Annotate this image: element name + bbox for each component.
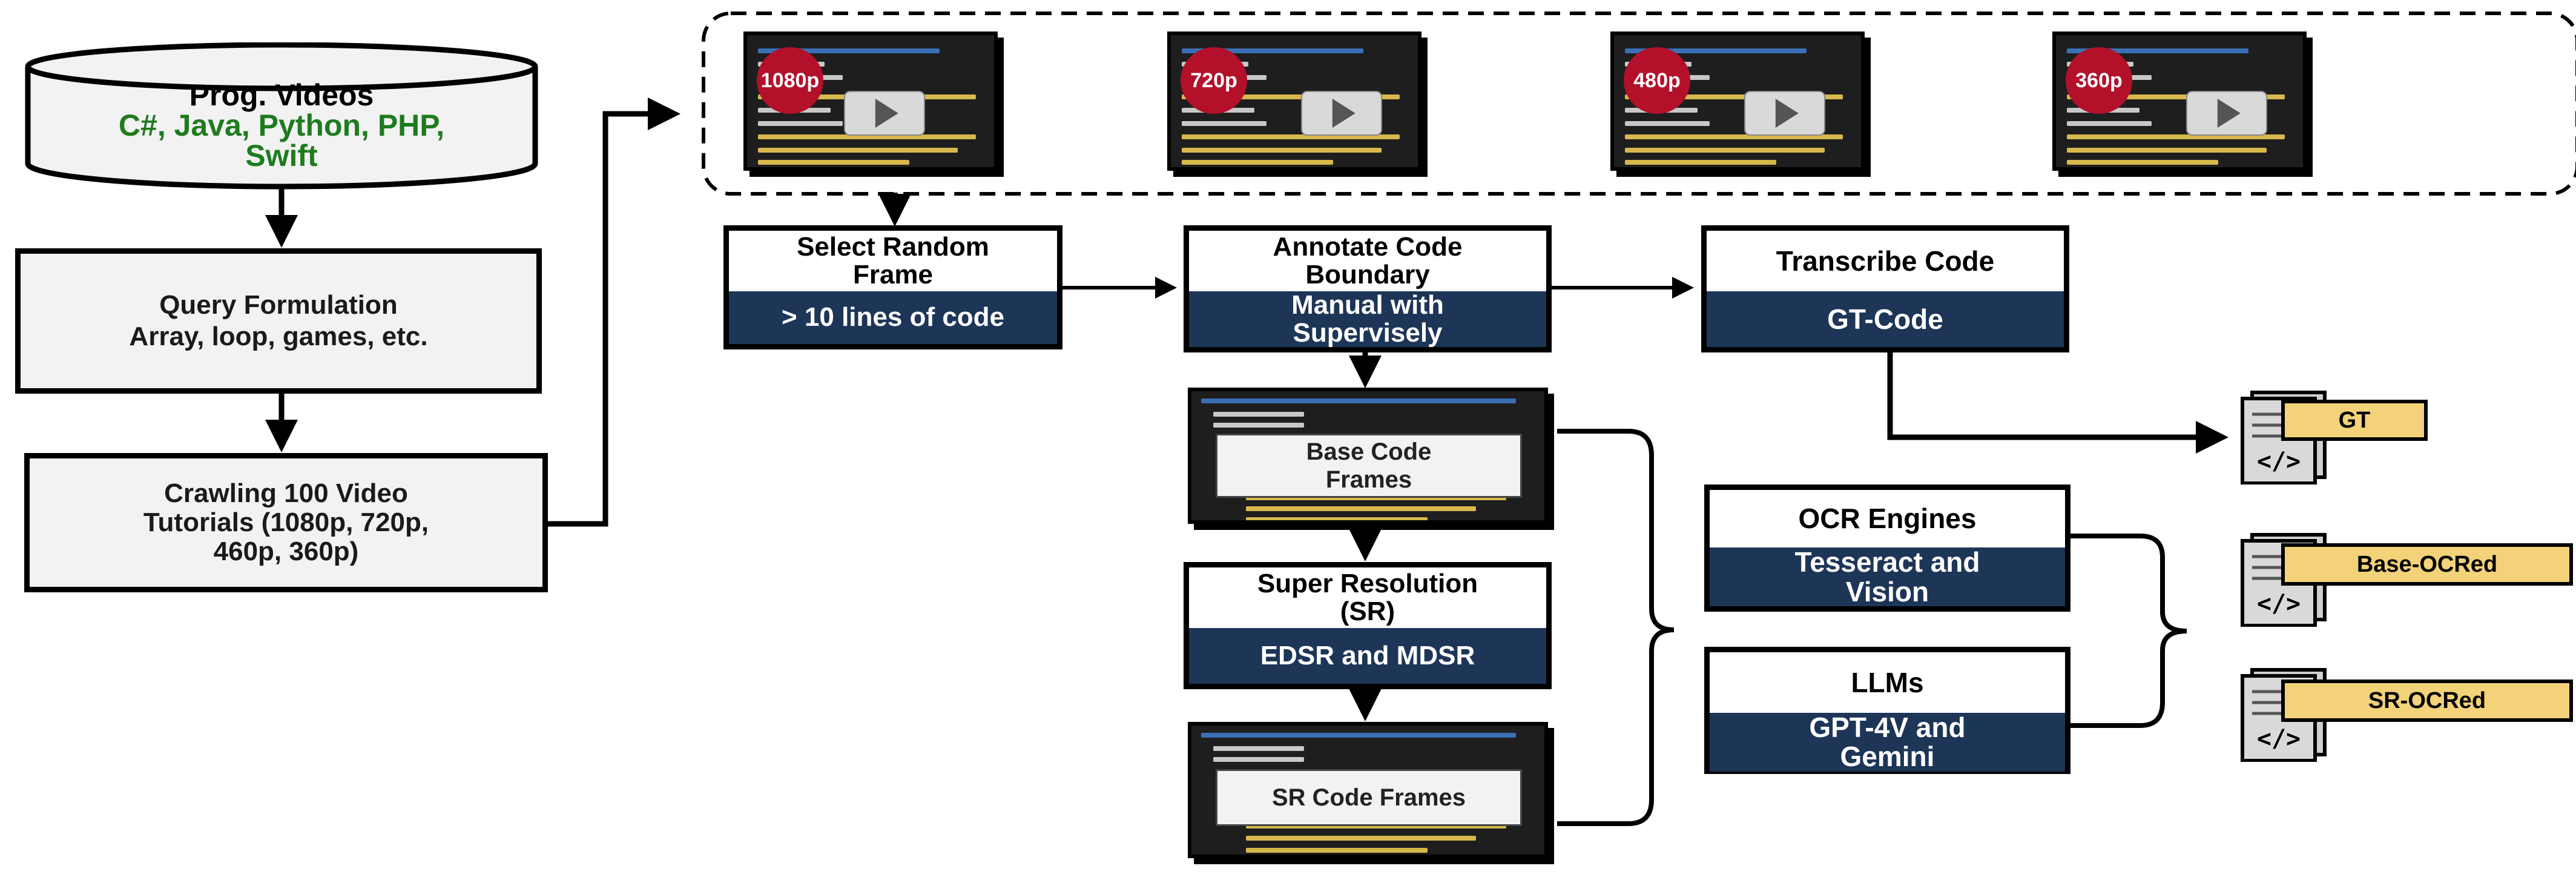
video-thumbnail-480p: 480p xyxy=(1610,31,1865,171)
sr-detail: EDSR and MDSR xyxy=(1189,628,1546,684)
crawl-line1: Crawling 100 Video xyxy=(164,478,408,508)
sr-title-line1: Super Resolution xyxy=(1257,568,1478,598)
video-thumbnail-720p: 720p xyxy=(1167,31,1421,171)
query-detail: Array, loop, games, etc. xyxy=(129,322,428,351)
resolution-badge: 720p xyxy=(1181,47,1247,114)
sr-ocred-tag: SR-OCRed xyxy=(2281,680,2573,722)
base-frames-line2: Frames xyxy=(1325,466,1412,493)
select-title-line1: Select Random xyxy=(797,231,989,262)
video-thumbnail-1080p: 1080p xyxy=(743,31,998,171)
video-container xyxy=(702,12,2576,196)
sr-title-line2: (SR) xyxy=(1340,597,1395,626)
svg-text:</>: </> xyxy=(2257,448,2301,475)
llms-box: LLMs GPT-4V and Gemini xyxy=(1704,647,2070,774)
transcribe-detail: GT-Code xyxy=(1707,291,2064,347)
sr-ocred-output: </> SR-OCRed xyxy=(2234,665,2573,762)
query-formulation-box: Query Formulation Array, loop, games, et… xyxy=(15,248,542,394)
annotate-title-line2: Boundary xyxy=(1305,260,1430,289)
play-icon[interactable] xyxy=(2186,91,2267,136)
select-detail: > 10 lines of code xyxy=(729,291,1057,344)
resolution-badge: 360p xyxy=(2066,47,2132,114)
arrow-crawl-to-videos xyxy=(548,98,680,527)
resolution-badge: 1080p xyxy=(757,47,823,114)
select-frame-box: Select Random Frame > 10 lines of code xyxy=(723,225,1062,349)
sr-frames-label: SR Code Frames xyxy=(1216,769,1522,826)
play-icon[interactable] xyxy=(844,91,925,136)
ocr-title: OCR Engines xyxy=(1710,490,2065,547)
crawling-box: Crawling 100 Video Tutorials (1080p, 720… xyxy=(24,453,548,592)
play-icon[interactable] xyxy=(1744,91,1825,136)
transcribe-box: Transcribe Code GT-Code xyxy=(1701,225,2069,352)
svg-text:</>: </> xyxy=(2257,725,2301,753)
super-resolution-box: Super Resolution (SR) EDSR and MDSR xyxy=(1184,562,1552,689)
play-icon[interactable] xyxy=(1301,91,1382,136)
base-ocred-output: </> Base-OCRed xyxy=(2234,530,2573,627)
llms-title: LLMs xyxy=(1710,652,2065,713)
gt-output: </> GT xyxy=(2234,388,2561,484)
annotate-detail-line1: Manual with xyxy=(1291,290,1444,320)
arrow-transcribe-to-gt xyxy=(1887,348,2228,454)
llms-detail-line2: Gemini xyxy=(1840,741,1935,773)
annotate-detail-line2: Supervisely xyxy=(1293,318,1443,348)
ocr-engines-box: OCR Engines Tesseract and Vision xyxy=(1704,484,2070,612)
ocr-detail-line2: Vision xyxy=(1845,575,1929,607)
source-title: Prog. Videos xyxy=(189,78,374,112)
crawl-line3: 460p, 360p) xyxy=(213,537,359,566)
source-languages-line2: Swift xyxy=(245,139,318,173)
models-brace xyxy=(2070,534,2187,728)
llms-detail-line1: GPT-4V and xyxy=(1809,712,1966,743)
annotate-box: Annotate Code Boundary Manual with Super… xyxy=(1184,225,1552,352)
video-thumbnail-360p: 360p xyxy=(2052,31,2307,171)
ocr-detail-line1: Tesseract and xyxy=(1794,546,1980,578)
svg-text:</>: </> xyxy=(2257,590,2301,618)
transcribe-title: Transcribe Code xyxy=(1707,231,2064,291)
gt-tag: GT xyxy=(2281,400,2428,441)
base-frames-line1: Base Code xyxy=(1306,438,1432,465)
base-code-frames: Base Code Frames xyxy=(1188,388,1548,524)
annotate-title-line1: Annotate Code xyxy=(1273,231,1463,262)
base-ocred-tag: Base-OCRed xyxy=(2281,543,2573,586)
select-title-line2: Frame xyxy=(852,260,934,289)
crawl-line2: Tutorials (1080p, 720p, xyxy=(143,508,429,537)
frames-brace xyxy=(1557,429,1675,826)
sr-code-frames: SR Code Frames xyxy=(1188,722,1548,858)
query-title: Query Formulation xyxy=(159,290,398,320)
source-languages-line1: C#, Java, Python, PHP, xyxy=(118,108,445,142)
source-database: Prog. Videos C#, Java, Python, PHP, Swif… xyxy=(24,42,539,194)
resolution-badge: 480p xyxy=(1624,47,1690,114)
